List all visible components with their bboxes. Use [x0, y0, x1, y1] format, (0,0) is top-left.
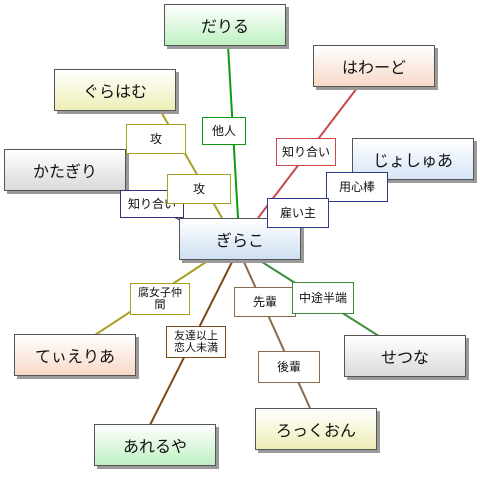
edge-label-rokkuon-back: 後輩: [258, 351, 320, 383]
node-setsuna[interactable]: せつな: [344, 335, 466, 377]
node-label: てぃえりあ: [34, 347, 115, 366]
node-katagiri[interactable]: かたぎり: [4, 149, 126, 191]
edge-label-areruya: 友達以上恋人未満: [166, 326, 226, 358]
node-tieria[interactable]: てぃえりあ: [14, 334, 136, 376]
node-label: だりる: [200, 17, 249, 36]
edge-label-josyua-back: 雇い主: [267, 198, 329, 228]
edge-label-hawado: 知り合い: [276, 138, 336, 166]
node-rokkuon[interactable]: ろっくおん: [255, 408, 377, 450]
edge-label-dariru: 他人: [202, 117, 246, 145]
node-hawado[interactable]: はわーど: [313, 45, 435, 87]
node-label: じょしゅあ: [372, 151, 453, 170]
node-label: ぎらこ: [215, 231, 264, 250]
edge-label-rokkuon: 先輩: [234, 287, 296, 317]
node-label: せつな: [380, 348, 429, 367]
edge-label-guraham-back: 攻: [167, 174, 231, 204]
node-guraham[interactable]: ぐらはむ: [54, 69, 176, 111]
edge-label-josyua: 用心棒: [326, 172, 388, 202]
node-josyua[interactable]: じょしゅあ: [352, 138, 474, 180]
node-label: ぐらはむ: [82, 82, 147, 101]
edge-label-setsuna: 中途半端: [292, 282, 354, 314]
node-label: はわーど: [341, 58, 406, 77]
node-dariru[interactable]: だりる: [164, 4, 286, 46]
node-label: かたぎり: [32, 162, 97, 181]
node-label: ろっくおん: [275, 421, 356, 440]
node-areruya[interactable]: あれるや: [94, 424, 216, 466]
edge-label-guraham: 攻: [126, 124, 186, 154]
node-label: あれるや: [122, 437, 187, 456]
edge-line-rokkuon: [243, 261, 311, 409]
edge-label-tieria: 腐女子仲間: [130, 283, 190, 315]
